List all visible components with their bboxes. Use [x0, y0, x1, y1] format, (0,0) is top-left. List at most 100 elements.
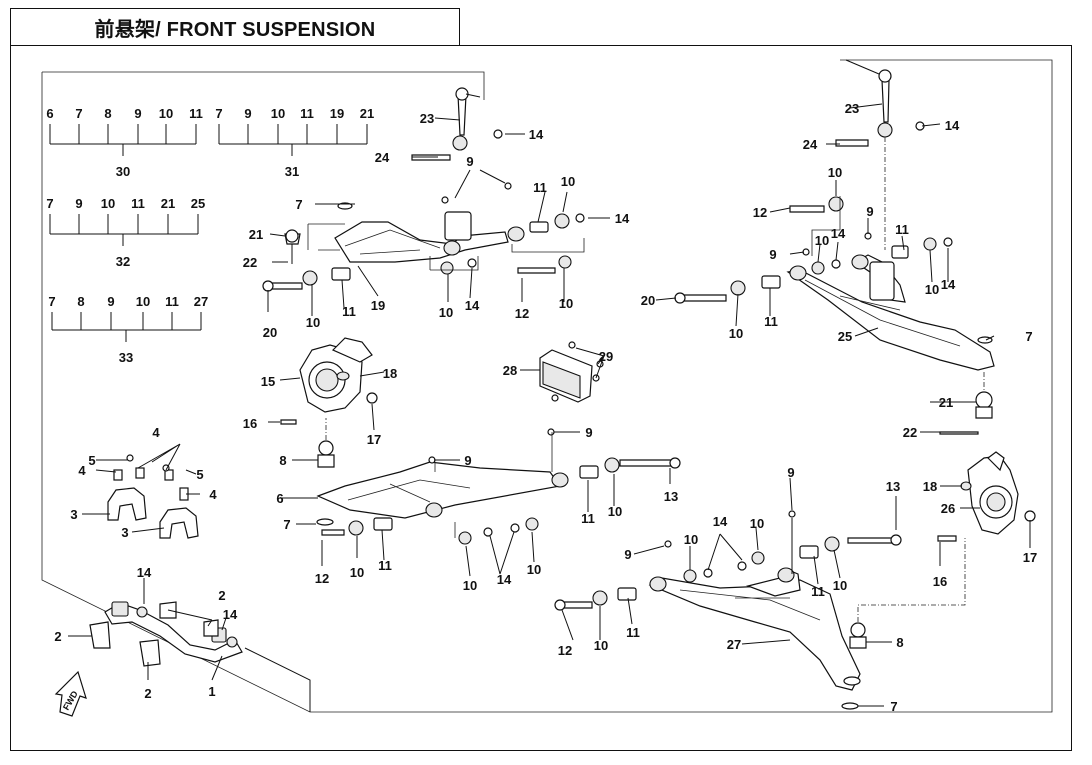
callout-11: 11	[811, 584, 825, 599]
callout-13: 13	[664, 489, 678, 504]
callout-22: 22	[243, 255, 257, 270]
callout-11: 11	[581, 511, 595, 526]
callout-8: 8	[279, 453, 286, 468]
callout-7: 7	[283, 517, 290, 532]
lower-right-a-arm	[648, 567, 861, 710]
group-31-member-5: 19	[330, 106, 344, 121]
group-30-label: 30	[116, 164, 130, 179]
callout-11: 11	[342, 304, 356, 319]
callout-20: 20	[263, 325, 277, 340]
group-32-member-6: 25	[191, 196, 205, 211]
callout-12: 12	[315, 571, 329, 586]
callout-26: 26	[941, 501, 955, 516]
callout-10: 10	[750, 516, 764, 531]
callout-11: 11	[626, 625, 640, 640]
callout-5: 5	[196, 467, 203, 482]
callout-27: 27	[727, 637, 741, 652]
callout-24: 24	[375, 150, 390, 165]
callout-3: 3	[70, 507, 77, 522]
left-assembly-outline	[42, 71, 485, 100]
group-30-member-5: 10	[159, 106, 173, 121]
callout-9: 9	[464, 453, 471, 468]
group-32-member-5: 21	[161, 196, 175, 211]
callout-9: 9	[585, 425, 592, 440]
callout-18: 18	[923, 479, 937, 494]
callout-17: 17	[367, 432, 381, 447]
callout-14: 14	[713, 514, 728, 529]
callout-16: 16	[933, 574, 947, 589]
leader-lines	[68, 103, 1031, 707]
callout-9: 9	[466, 154, 473, 169]
group-30-member-3: 8	[104, 106, 111, 121]
group-31-member-2: 9	[244, 106, 251, 121]
callout-17: 17	[1023, 550, 1037, 565]
group-33-member-4: 10	[136, 294, 150, 309]
ball-joint-8-left	[317, 418, 335, 468]
group-30-member-6: 11	[189, 106, 203, 121]
diagram-frame	[10, 45, 1072, 751]
group-33-member-6: 27	[194, 294, 208, 309]
page-title: 前悬架/ FRONT SUSPENSION	[94, 18, 376, 41]
group-32-bracket: 7 9 10 11 21 25 32	[46, 196, 205, 269]
callout-14: 14	[497, 572, 512, 587]
callout-14: 14	[465, 298, 480, 313]
group-33-label: 33	[119, 350, 133, 365]
callout-18: 18	[383, 366, 397, 381]
group-33-member-2: 8	[77, 294, 84, 309]
callout-14: 14	[615, 211, 630, 226]
hardware-upper-left	[262, 129, 585, 292]
callout-7: 7	[295, 197, 302, 212]
callout-15: 15	[261, 374, 275, 389]
callout-10: 10	[729, 326, 743, 341]
steering-knuckle-left	[280, 337, 378, 425]
callout-14: 14	[945, 118, 960, 133]
group-31-label: 31	[285, 164, 299, 179]
callout-2: 2	[144, 686, 151, 701]
callout-14: 14	[137, 565, 152, 580]
control-module-28	[539, 341, 604, 403]
callout-24: 24	[803, 137, 818, 152]
stabilizer-bar	[89, 601, 311, 712]
upper-left-a-arm	[334, 211, 525, 263]
callout-9: 9	[787, 465, 794, 480]
group-31-member-4: 11	[300, 106, 314, 121]
callout-11: 11	[378, 558, 392, 573]
callout-23: 23	[420, 111, 434, 126]
group-31-member-3: 10	[271, 106, 285, 121]
callout-10: 10	[350, 565, 364, 580]
title-box: 前悬架/ FRONT SUSPENSION	[10, 8, 460, 46]
callout-5: 5	[88, 453, 95, 468]
group-33-member-3: 9	[107, 294, 114, 309]
group-32-label: 32	[116, 254, 130, 269]
callout-11: 11	[895, 222, 909, 237]
ball-joint-8-right	[849, 538, 966, 649]
callout-21: 21	[939, 395, 953, 410]
callout-10: 10	[815, 233, 829, 248]
callout-10: 10	[561, 174, 575, 189]
callout-4: 4	[78, 463, 86, 478]
callout-16: 16	[243, 416, 257, 431]
callout-28: 28	[503, 363, 517, 378]
callout-12: 12	[515, 306, 529, 321]
group-33-member-5: 11	[165, 294, 179, 309]
stabilizer-link-23-right	[845, 59, 893, 250]
callout-4: 4	[152, 425, 160, 440]
callout-11: 11	[533, 180, 547, 195]
group-32-member-3: 10	[101, 196, 115, 211]
group-30-bracket: 6 7 8 9 10 11 30	[46, 106, 202, 179]
callout-22: 22	[903, 425, 917, 440]
upper-right-a-arm	[786, 254, 995, 371]
fwd-direction-arrow: FWD	[54, 670, 87, 717]
callout-10: 10	[828, 165, 842, 180]
callout-12: 12	[558, 643, 572, 658]
group-33-member-1: 7	[48, 294, 55, 309]
group-33-bracket: 7 8 9 10 11 27 33	[48, 294, 208, 365]
group-30-member-2: 7	[75, 106, 82, 121]
group-32-member-2: 9	[75, 196, 82, 211]
steering-knuckle-right	[937, 451, 1036, 542]
callout-12: 12	[753, 205, 767, 220]
group-31-member-1: 7	[215, 106, 222, 121]
right-assembly-outline	[41, 59, 1053, 713]
hardware-lower-left	[321, 428, 681, 545]
